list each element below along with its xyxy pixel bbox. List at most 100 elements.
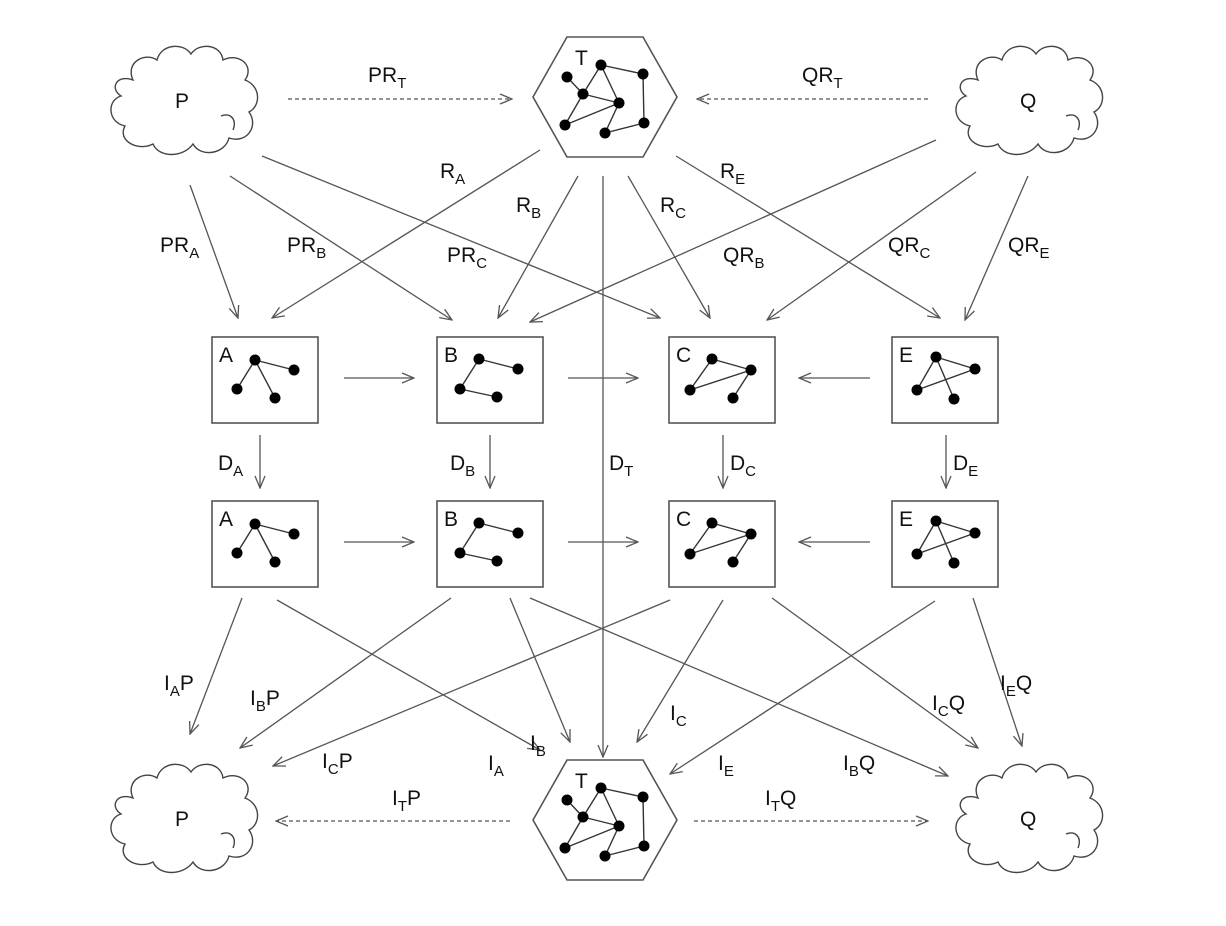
- graph-vertex: [512, 527, 524, 539]
- node-a1: A: [211, 336, 319, 424]
- graph-vertex: [491, 391, 503, 403]
- graph-vertex: [684, 384, 696, 396]
- graph-edge: [935, 520, 976, 534]
- graph-icon: [684, 353, 757, 404]
- edge-label-main: D: [609, 452, 624, 475]
- edge-label-subscript: C: [328, 761, 339, 778]
- edge-q_top-to-b1: [530, 139, 937, 322]
- edge-t_top-to-b1: [498, 175, 579, 318]
- edge-label-subscript: A: [233, 463, 243, 480]
- edge-label-suffix: Q: [1016, 672, 1032, 695]
- edge-label-ibq: IBQ: [843, 752, 875, 780]
- edge-label-pr-b: PRB: [287, 234, 326, 262]
- graph-vertex: [706, 517, 718, 529]
- graph-edge: [916, 368, 976, 391]
- edge-label-suffix: P: [407, 787, 421, 810]
- edge-label-r-c: RC: [660, 194, 686, 222]
- graph-vertex: [727, 392, 739, 404]
- graph-vertex: [561, 71, 573, 83]
- graph-edge: [459, 388, 498, 398]
- edge-label-ieq: IEQ: [1000, 672, 1032, 700]
- node-a2: A: [211, 500, 319, 588]
- edge-label-main: I: [843, 752, 849, 775]
- node-label: B: [444, 344, 458, 367]
- edge-label-main: R: [440, 160, 455, 183]
- edge-label-subscript: T: [624, 463, 633, 480]
- graph-edge: [564, 93, 584, 126]
- graph-vertex: [930, 351, 942, 363]
- edge-label-subscript: T: [771, 798, 780, 815]
- edge-label-main: PR: [447, 244, 476, 267]
- graph-edge: [582, 93, 620, 104]
- node-q-top: Q: [955, 45, 1104, 156]
- edge-label-main: I: [932, 692, 938, 715]
- edge-e2-to-t_bot: [670, 600, 936, 774]
- graph-edge: [604, 825, 620, 857]
- graph-icon: [454, 517, 524, 567]
- graph-edge: [254, 523, 295, 535]
- graph-edge: [916, 520, 937, 555]
- node-label: B: [444, 508, 458, 531]
- graph-edge: [564, 825, 620, 849]
- graph-vertex: [454, 547, 466, 559]
- edge-label-d-b: DB: [450, 452, 475, 480]
- edge-label-main: I: [164, 672, 170, 695]
- edge-label-main: I: [488, 752, 494, 775]
- graph-icon: [231, 354, 300, 404]
- graph-vertex: [231, 383, 243, 395]
- edge-label-subscript: B: [755, 255, 765, 272]
- graph-vertex: [745, 528, 757, 540]
- graph-vertex: [559, 842, 571, 854]
- node-b2: B: [436, 500, 544, 588]
- edge-label-r-a: RA: [440, 160, 465, 188]
- edge-label-main: I: [530, 732, 536, 755]
- edge-q_top-to-c1: [767, 171, 977, 320]
- graph-edge: [604, 102, 620, 134]
- edge-e2-to-q_bot: [972, 597, 1022, 746]
- edge-label-itp: ITP: [392, 787, 421, 815]
- edge-label-main: PR: [368, 64, 397, 87]
- edge-label-subscript: B: [256, 698, 266, 715]
- node-b1: B: [436, 336, 544, 424]
- graph-vertex: [613, 820, 625, 832]
- edge-label-main: I: [392, 787, 398, 810]
- node-label: C: [676, 508, 691, 531]
- edge-label-main: I: [1000, 672, 1006, 695]
- graph-edge: [604, 122, 645, 134]
- graph-icon: [911, 515, 981, 569]
- graph-vertex: [577, 811, 589, 823]
- graph-vertex: [231, 547, 243, 559]
- edge-label-subscript: C: [476, 255, 487, 272]
- edge-a2-to-p_bot: [190, 597, 243, 734]
- graph-edge: [582, 787, 602, 818]
- edge-p_top-to-c1: [261, 155, 660, 318]
- edge-label-main: QR: [888, 234, 920, 257]
- edge-p_top-to-a1: [189, 184, 238, 318]
- graph-vertex: [249, 518, 261, 530]
- edge-label-main: PR: [160, 234, 189, 257]
- graph-icon: [684, 517, 757, 568]
- graph-edge: [600, 787, 644, 798]
- graph-edge: [916, 356, 937, 391]
- edge-label-iap: IAP: [164, 672, 194, 700]
- edge-c2-to-p_bot: [273, 599, 671, 766]
- edge-label-pr-a: PRA: [160, 234, 199, 262]
- node-e1: E: [891, 336, 999, 424]
- edge-b2-to-q_bot: [529, 597, 948, 776]
- edge-label-main: I: [322, 750, 328, 773]
- edge-label-subscript: B: [465, 463, 475, 480]
- edge-label-main: D: [730, 452, 745, 475]
- edge-t_top-to-c1: [627, 175, 710, 318]
- graph-vertex: [969, 363, 981, 375]
- node-label: Q: [1020, 808, 1036, 831]
- graph-edge: [935, 356, 976, 370]
- edges-layer: [189, 99, 1029, 821]
- graph-vertex: [599, 127, 611, 139]
- edge-label-subscript: E: [724, 763, 734, 780]
- graph-edge: [689, 533, 752, 555]
- node-label: Q: [1020, 90, 1036, 113]
- edge-label-suffix: Q: [780, 787, 796, 810]
- graph-vertex: [948, 557, 960, 569]
- node-label: A: [219, 508, 233, 531]
